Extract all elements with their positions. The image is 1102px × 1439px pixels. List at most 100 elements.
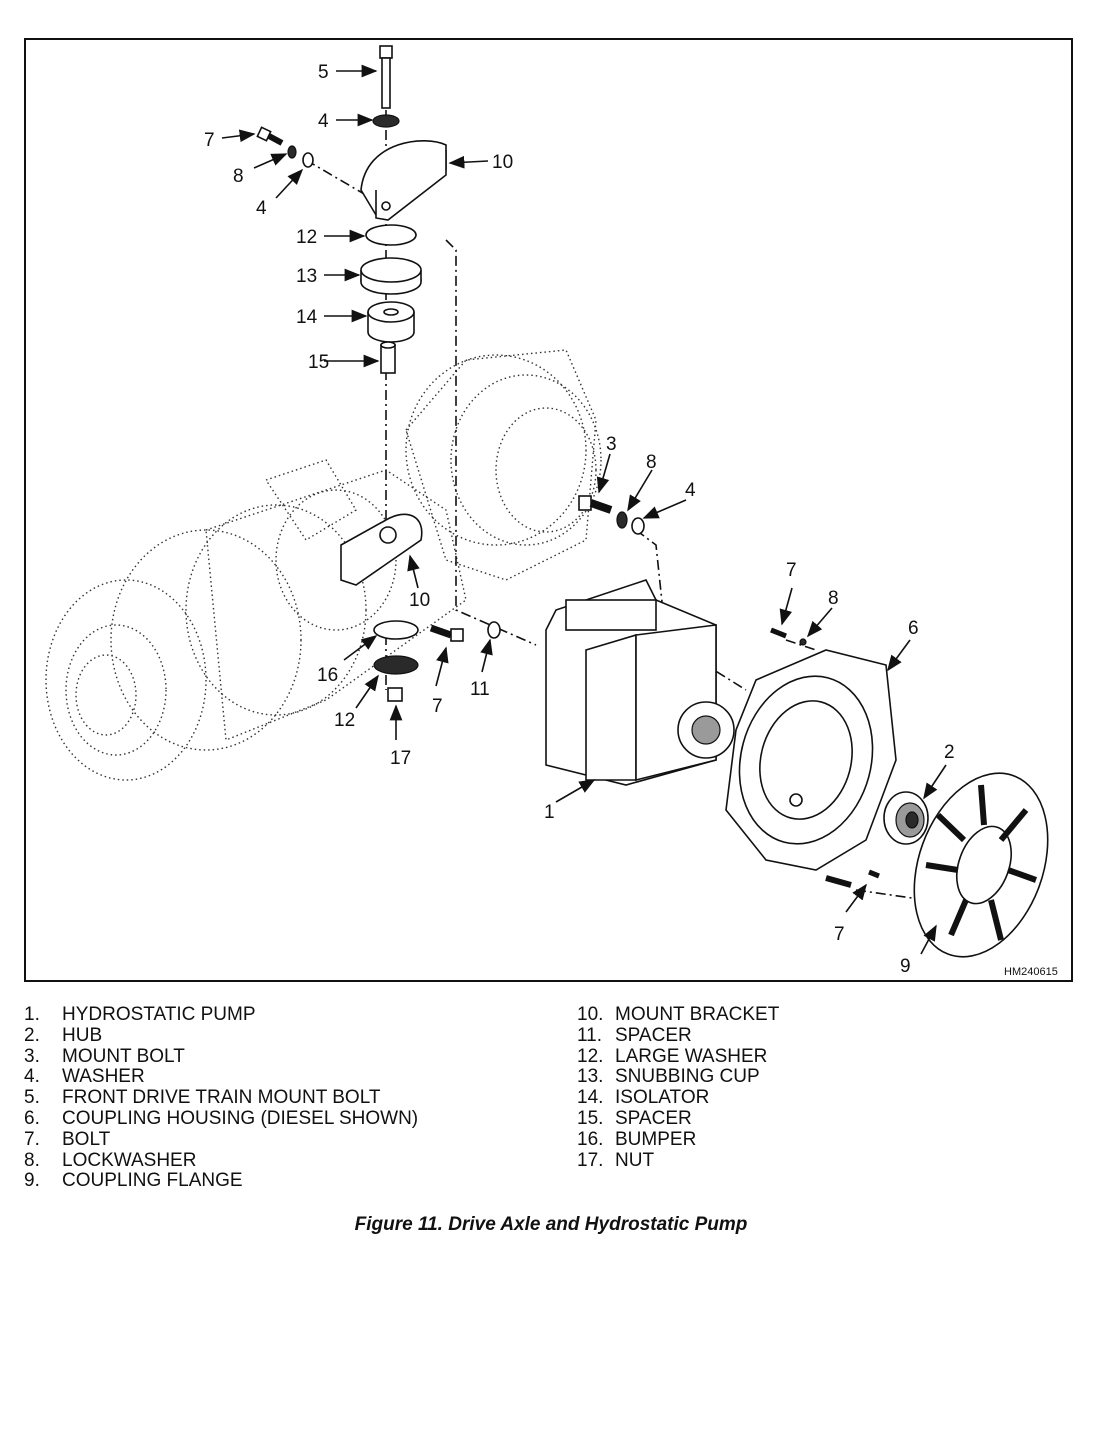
legend-text: LOCKWASHER (62, 1149, 197, 1171)
callout-17: 17 (390, 748, 411, 769)
hydrostatic-pump (545, 579, 735, 786)
legend-item: 14. ISOLATOR (577, 1087, 1077, 1109)
legend-item: 15.SPACER (577, 1107, 1077, 1130)
washer-top (372, 114, 400, 128)
mount-bracket-top (360, 139, 447, 221)
legend-number: 16. (577, 1128, 604, 1150)
drawing-id: HM240615 (1004, 966, 1058, 978)
legend-text: WASHER (62, 1066, 145, 1088)
legend-text: SPACER (615, 1107, 692, 1129)
callout-13: 13 (296, 266, 317, 287)
legend-number: 4. (24, 1066, 40, 1088)
bumper (373, 620, 419, 640)
legend-text: BOLT (62, 1128, 111, 1150)
callout-7-lower: 7 (432, 696, 443, 717)
legend-item: 3. MOUNT BOLT (24, 1045, 544, 1068)
bracket-bolt-set (256, 126, 314, 168)
callout-3: 3 (606, 434, 617, 455)
legend-number: 8. (24, 1149, 40, 1171)
legend-number: 6. (24, 1107, 40, 1129)
legend-item: 17. NUT (577, 1149, 1077, 1172)
legend-number: 13. (577, 1066, 604, 1088)
legend-text: MOUNT BOLT (62, 1045, 185, 1067)
legend-text: LARGE WASHER (615, 1045, 768, 1067)
legend-number: 17. (577, 1149, 604, 1171)
legend-text: MOUNT BRACKET (615, 1004, 780, 1025)
legend-item: 5. FRONT DRIVE TRAIN MOUNT BOLT (24, 1087, 544, 1109)
legend-text: FRONT DRIVE TRAIN MOUNT BOLT (62, 1087, 381, 1109)
coupling-flange (913, 772, 1049, 958)
callout-4-left: 4 (256, 198, 267, 219)
callout-6: 6 (908, 618, 919, 639)
legend-text: COUPLING FLANGE (62, 1170, 243, 1192)
hub (883, 791, 929, 845)
callout-2: 2 (944, 742, 955, 763)
legend-text: HUB (62, 1024, 103, 1046)
legend-text: ISOLATOR (615, 1087, 710, 1109)
legend-text: BUMPER (615, 1128, 697, 1150)
callout-7-top: 7 (204, 130, 215, 151)
large-washer-lower (373, 655, 419, 675)
bolt-lower (429, 624, 464, 642)
legend-text: SPACER (615, 1024, 692, 1046)
mount-bracket-lower (340, 513, 423, 586)
callout-4-mid: 4 (685, 480, 696, 501)
legend-number: 11. (577, 1024, 603, 1046)
callout-14: 14 (296, 307, 318, 328)
legend-number: 3. (24, 1045, 40, 1067)
legend-number: 12. (577, 1045, 604, 1067)
callout-15: 15 (308, 352, 329, 373)
legend-item: 10. MOUNT BRACKET (577, 1004, 1077, 1026)
parts-legend-left: 1. HYDROSTATIC PUMP 2. HUB 3. MOUNT BOLT 4.… (24, 1004, 544, 1192)
legend-number: 14. (577, 1087, 604, 1109)
callout-1: 1 (544, 802, 555, 823)
callout-7-bottom: 7 (834, 924, 845, 945)
legend-item: 16. BUMPER (577, 1128, 1077, 1151)
legend-item: 1. HYDROSTATIC PUMP (24, 1004, 544, 1026)
bolt-lockwasher-right (770, 627, 880, 888)
exploded-view-drawing: 5 4 7 8 4 10 12 13 14 15 3 8 4 10 7 8 6 … (45, 45, 1058, 978)
parts-legend-right: 10. MOUNT BRACKET 11. SPACER 12. LARGE WASH… (577, 1004, 1077, 1172)
callout-5: 5 (318, 62, 329, 83)
legend-text: NUT (615, 1149, 655, 1171)
callout-12-top: 12 (296, 227, 317, 248)
callout-9: 9 (900, 956, 911, 977)
snubbing-cup (360, 257, 422, 295)
callout-10-lower: 10 (409, 590, 430, 611)
legend-number: 2. (24, 1024, 40, 1046)
legend-item: 8. LOCKWASHER (24, 1149, 544, 1172)
coupling-housing (725, 649, 897, 871)
drive-axle-ghost (45, 349, 602, 781)
spacer-15 (380, 341, 396, 374)
callout-labels: 5 4 7 8 4 10 12 13 14 15 3 8 4 10 7 8 6 … (204, 62, 1058, 978)
leader-lines (221, 64, 947, 955)
legend-text: COUPLING HOUSING (DIESEL SHOWN) (62, 1107, 419, 1129)
callout-12-lower: 12 (334, 710, 355, 731)
callout-4-top: 4 (318, 111, 329, 132)
legend-number: 10. (577, 1004, 604, 1025)
callout-10-top: 10 (492, 152, 513, 173)
front-drive-train-mount-bolt (379, 45, 393, 109)
legend-item: 12. LARGE WASHER (577, 1045, 1077, 1068)
legend-text: SNUBBING CUP (615, 1066, 760, 1088)
legend-number: 5. (24, 1087, 40, 1109)
mount-bolt-set (578, 495, 645, 535)
callout-8-mid: 8 (646, 452, 657, 473)
legend-item: 2. HUB (24, 1024, 544, 1047)
legend-number: 1. (24, 1004, 40, 1025)
legend-item: 9.COUPLING FLANGE (24, 1171, 544, 1192)
legend-item: 4. WASHER (24, 1067, 544, 1088)
isolator (367, 301, 415, 343)
nut (387, 687, 403, 702)
large-washer-top (365, 224, 417, 246)
figure-caption: Figure 11. Drive Axle and Hydrostatic Pu… (354, 1214, 748, 1235)
callout-16: 16 (317, 665, 338, 686)
callout-8-right: 8 (828, 588, 839, 609)
spacer-11 (487, 621, 501, 639)
callout-7-right: 7 (786, 560, 797, 581)
legend-item: 6. COUPLING HOUSING (DIESEL SHOWN) (24, 1107, 544, 1130)
legend-number: 7. (24, 1128, 40, 1150)
callout-8-top: 8 (233, 166, 244, 187)
bracket-spacer-centerline (445, 239, 537, 646)
legend-text: HYDROSTATIC PUMP (62, 1004, 256, 1025)
